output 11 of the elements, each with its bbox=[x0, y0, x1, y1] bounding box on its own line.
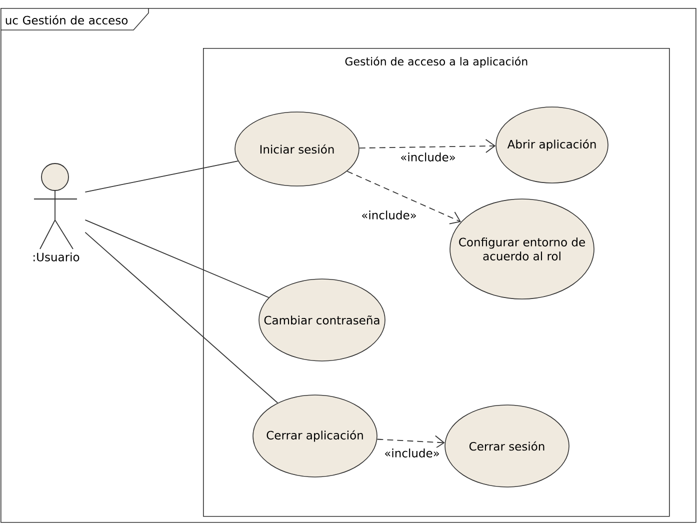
edge-label: «include» bbox=[360, 210, 418, 220]
node-label: :Usuario bbox=[34, 252, 80, 262]
association-line bbox=[84, 220, 270, 298]
dependency-arrow bbox=[376, 435, 445, 450]
association-line bbox=[84, 160, 238, 192]
association-line bbox=[84, 232, 278, 404]
edge-label: «include» bbox=[383, 448, 441, 458]
edge-label: «include» bbox=[399, 152, 457, 162]
dependency-arrow bbox=[346, 170, 461, 224]
dependency-arrow bbox=[358, 139, 496, 153]
actor: :Usuario bbox=[34, 163, 80, 262]
